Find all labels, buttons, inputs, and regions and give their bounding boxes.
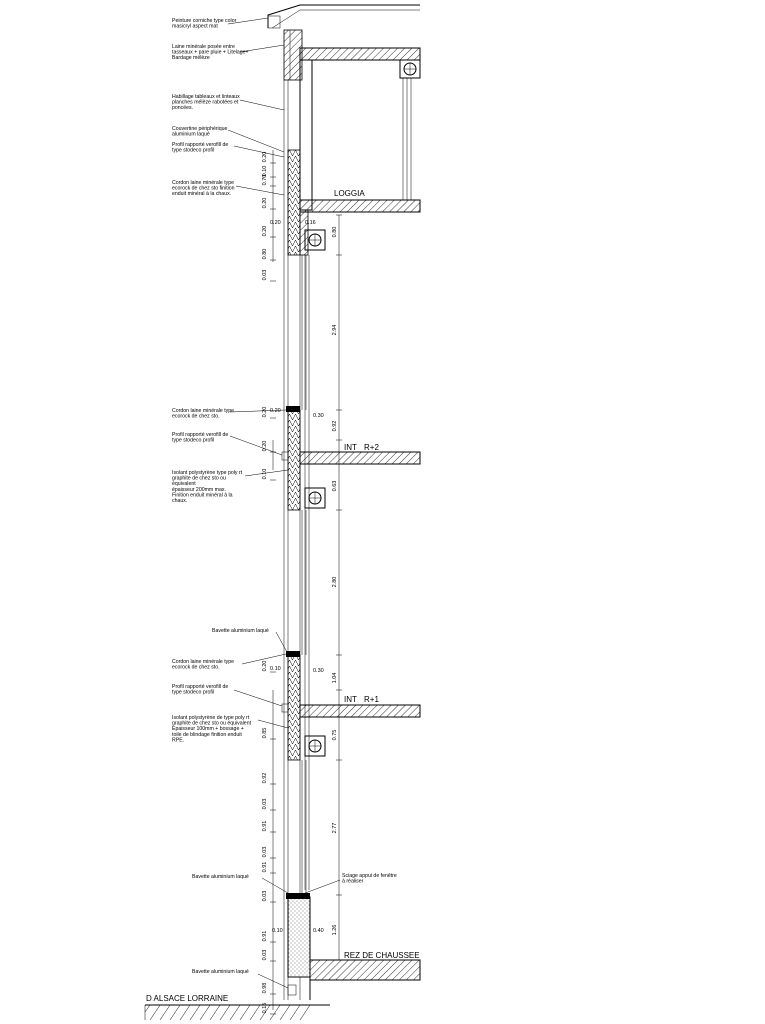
dim-right-label: 2.94	[332, 325, 338, 336]
annotation-a10: Bavette aluminium laqué	[212, 628, 269, 634]
dim-left-label: 0.92	[262, 773, 268, 784]
insulation-r2: INT R+2	[281, 406, 421, 511]
insulation-r1: INT R+1	[281, 651, 421, 761]
cornice	[267, 4, 420, 81]
left-dimension-labels: 0.200.100.700.200.200.800.030.200.200.10…	[262, 152, 276, 1015]
dim-small-label: 0.10	[270, 666, 281, 672]
insulation-r3	[287, 149, 326, 256]
dim-left-label: 0.20	[262, 441, 268, 452]
dim-small-label: 0.30	[313, 668, 324, 674]
dim-small-label: 0.20	[270, 220, 281, 226]
dim-right-label: 0.80	[332, 227, 338, 238]
dim-left-label: 0.20	[262, 198, 268, 209]
dim-right-label: 1.26	[332, 925, 338, 936]
right-dimension-labels: 0.80 2.94 0.92 0.63 2.80 1.04 0.75 2.77 1.26	[332, 214, 342, 961]
dim-left-label: 0.20	[262, 407, 268, 418]
street-label: D ALSACE LORRAINE	[146, 994, 228, 1003]
dim-left-label: 0.03	[262, 799, 268, 810]
loggia-label: LOGGIA	[334, 189, 365, 198]
dim-left-label: 0.91	[262, 931, 268, 942]
annotation-a14: Bavette aluminium laqué	[192, 874, 249, 880]
dim-small-label: 0.10	[272, 928, 283, 934]
dim-right-label: 0.75	[332, 730, 338, 741]
dim-left-label: 0.20	[262, 226, 268, 237]
rdc-base: REZ DE CHAUSSEE	[286, 893, 421, 1000]
annotation-a16: Bavette aluminium laqué	[192, 969, 249, 975]
dim-right-label: 0.63	[332, 481, 338, 492]
dim-left-label: 0.10	[262, 166, 268, 177]
loggia-upper-slab	[299, 47, 421, 211]
dim-left-label: 0.85	[262, 728, 268, 739]
window-r2	[301, 255, 307, 410]
dim-left-label: 0.98	[262, 983, 268, 994]
level-r1-prefix: INT	[344, 695, 357, 704]
dim-left-label: 0.03	[262, 891, 268, 902]
ground: D ALSACE LORRAINE	[144, 994, 330, 1021]
dim-left-label: 0.91	[262, 862, 268, 873]
dim-right-label: 2.80	[332, 577, 338, 588]
dim-left-label: 0.10	[262, 469, 268, 480]
dim-small-label: 0.40	[313, 928, 324, 934]
dim-small-label: 0.20	[270, 408, 281, 414]
dim-left-label: 0.03	[262, 270, 268, 281]
dim-right-label: 0.92	[332, 421, 338, 432]
window-r1	[301, 510, 307, 655]
dim-left-label: 0.70	[262, 175, 268, 186]
dim-left-label: 0.03	[262, 950, 268, 961]
level-r2-prefix: INT	[344, 443, 357, 452]
window-rdc	[301, 760, 307, 895]
dim-small-label: 0.30	[313, 413, 324, 419]
level-r1-label: R+1	[364, 695, 379, 704]
small-dimension-labels: 0.16 0.20 0.30 0.20 0.30 0.10 0.40 0.10	[270, 220, 324, 934]
dim-left-label: 0.20	[262, 152, 268, 163]
dim-left-label: 0.91	[262, 821, 268, 832]
dim-small-label: 0.16	[305, 220, 316, 226]
level-r2-label: R+2	[364, 443, 379, 452]
dim-left-label: 0.20	[262, 661, 268, 672]
dim-left-label: 0.80	[262, 249, 268, 260]
level-rdc-label: REZ DE CHAUSSEE	[344, 951, 420, 960]
dim-right-label: 2.77	[332, 823, 338, 834]
dim-right-label: 1.04	[332, 673, 338, 684]
loggia-floor-slab: LOGGIA	[299, 189, 421, 213]
dim-left-label: 0.03	[262, 847, 268, 858]
dim-left-label: 0.15	[262, 1003, 268, 1014]
leader-lines	[227, 17, 341, 989]
